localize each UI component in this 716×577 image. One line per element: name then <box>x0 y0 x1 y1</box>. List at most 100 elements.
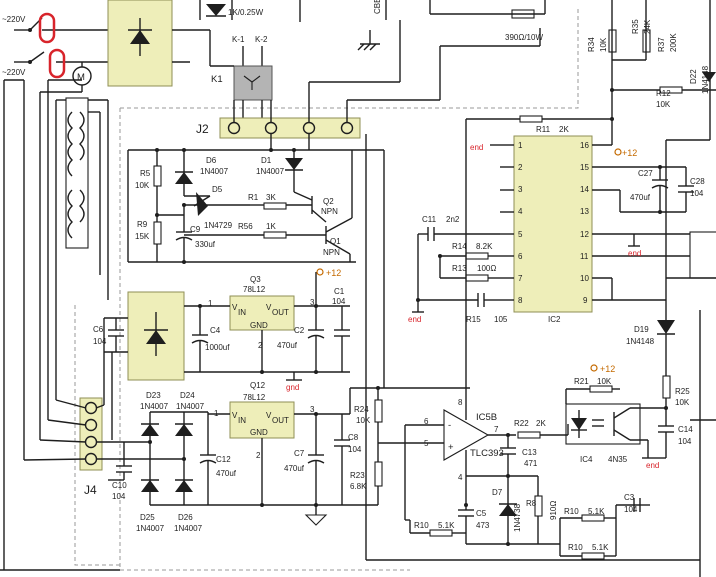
resistor-r21 <box>589 385 613 393</box>
svg-text:5.1K: 5.1K <box>588 507 605 516</box>
svg-text:10: 10 <box>580 274 589 283</box>
diode-d24 <box>175 424 193 436</box>
svg-text:4: 4 <box>458 473 463 482</box>
relay-body <box>233 65 273 101</box>
svg-text:104: 104 <box>348 445 362 454</box>
svg-text:10K: 10K <box>356 416 371 425</box>
mains-input: ~220V ~220V M <box>2 12 108 92</box>
svg-text:C27: C27 <box>638 169 653 178</box>
svg-text:910Ω: 910Ω <box>549 501 558 520</box>
transformer <box>39 79 109 440</box>
relay-pin2-label: K-2 <box>255 35 268 44</box>
mains-label-1: ~220V <box>2 15 26 24</box>
svg-text:1K: 1K <box>266 222 276 231</box>
svg-text:104: 104 <box>93 337 107 346</box>
diode-d7 <box>499 504 517 516</box>
resistor-r37 <box>642 29 651 53</box>
svg-text:V: V <box>266 411 272 420</box>
bridge-diode-1 <box>144 312 168 356</box>
svg-text:6: 6 <box>518 252 523 261</box>
svg-text:IN: IN <box>238 416 246 425</box>
svg-text:R22: R22 <box>514 419 529 428</box>
svg-text:1N4007: 1N4007 <box>176 402 205 411</box>
svg-text:R23: R23 <box>350 471 365 480</box>
svg-text:105: 105 <box>494 315 508 324</box>
svg-text:C4: C4 <box>210 326 221 335</box>
ic2-body <box>513 135 593 313</box>
svg-text:15K: 15K <box>135 232 150 241</box>
svg-text:330uf: 330uf <box>195 240 216 249</box>
svg-text:D24: D24 <box>180 391 195 400</box>
diode-d22 <box>702 72 716 82</box>
relay-k1: K-1 K-2 K1 <box>172 29 273 118</box>
top-resistor-label: 1K/0.25W <box>228 8 264 17</box>
svg-text:1N4148: 1N4148 <box>626 337 655 346</box>
svg-text:IC5B: IC5B <box>476 412 497 423</box>
svg-text:R15: R15 <box>466 315 481 324</box>
res-390-label: 390Ω/10W <box>505 33 543 42</box>
svg-text:2: 2 <box>258 341 263 350</box>
resistor-r5 <box>153 165 162 187</box>
svg-text:C3: C3 <box>624 493 635 502</box>
svg-text:3: 3 <box>310 405 315 414</box>
svg-text:Q12: Q12 <box>250 381 266 390</box>
svg-text:10K: 10K <box>675 398 690 407</box>
svg-text:10K: 10K <box>599 37 608 52</box>
svg-text:2: 2 <box>518 163 523 172</box>
svg-text:NPN: NPN <box>321 207 338 216</box>
svg-text:IC2: IC2 <box>548 315 561 324</box>
svg-text:OUT: OUT <box>272 308 289 317</box>
optocoupler-ic4 <box>565 403 641 445</box>
diode-d23 <box>141 424 159 436</box>
top-resistor-group: 1K/0.25W CBB 390Ω/10W <box>199 0 546 80</box>
svg-text:Q2: Q2 <box>323 197 334 206</box>
svg-text:8: 8 <box>458 398 463 407</box>
svg-text:C1: C1 <box>334 287 345 296</box>
ic2-chip: IC2 1 2 3 4 5 6 7 8 16 15 14 13 12 11 10… <box>408 90 705 388</box>
relay-pin1-label: K-1 <box>232 35 245 44</box>
driver-section: R5 10K R9 15K D6 1N4007 D1 1N4007 D5 1N4… <box>127 134 356 264</box>
lower-board-outline <box>74 305 120 566</box>
svg-text:14: 14 <box>580 185 589 194</box>
svg-text:104: 104 <box>678 437 692 446</box>
mains-label-2: ~220V <box>2 68 26 77</box>
svg-text:R34: R34 <box>587 37 596 52</box>
svg-text:3: 3 <box>518 185 523 194</box>
svg-text:D23: D23 <box>146 391 161 400</box>
svg-text:V: V <box>232 411 238 420</box>
svg-text:470uf: 470uf <box>630 193 651 202</box>
svg-text:200K: 200K <box>669 33 678 52</box>
svg-text:R14: R14 <box>452 242 467 251</box>
svg-text:IN: IN <box>238 308 246 317</box>
top-bridge-diode <box>128 18 152 56</box>
diode-d26 <box>175 480 193 492</box>
svg-text:1N4729: 1N4729 <box>204 221 233 230</box>
svg-text:D26: D26 <box>178 513 193 522</box>
svg-text:100Ω: 100Ω <box>477 264 496 273</box>
svg-text:104: 104 <box>690 189 704 198</box>
svg-text:4N35: 4N35 <box>608 455 628 464</box>
svg-text:C6: C6 <box>93 325 104 334</box>
resistor-r10a <box>429 529 453 537</box>
svg-text:C2: C2 <box>294 326 305 335</box>
resistor-r13 <box>465 274 489 282</box>
svg-text:GND: GND <box>250 428 268 437</box>
svg-text:R25: R25 <box>675 387 690 396</box>
svg-text:1N4148: 1N4148 <box>701 65 710 94</box>
svg-text:V: V <box>232 303 238 312</box>
svg-text:7: 7 <box>494 425 499 434</box>
svg-text:3K: 3K <box>266 193 276 202</box>
svg-text:R9: R9 <box>137 220 148 229</box>
svg-text:10K: 10K <box>656 100 671 109</box>
svg-text:C11: C11 <box>422 215 437 224</box>
lower-bridge: D23 1N4007 D24 1N4007 D25 1N4007 D26 1N4… <box>108 391 237 533</box>
svg-text:2K: 2K <box>559 125 569 134</box>
svg-text:-: - <box>448 420 451 431</box>
highlight-ring-2 <box>48 48 66 79</box>
svg-text:1N4007: 1N4007 <box>174 524 203 533</box>
j2-label: J2 <box>196 122 209 136</box>
svg-text:104: 104 <box>112 492 126 501</box>
resistor-r25 <box>662 375 671 399</box>
